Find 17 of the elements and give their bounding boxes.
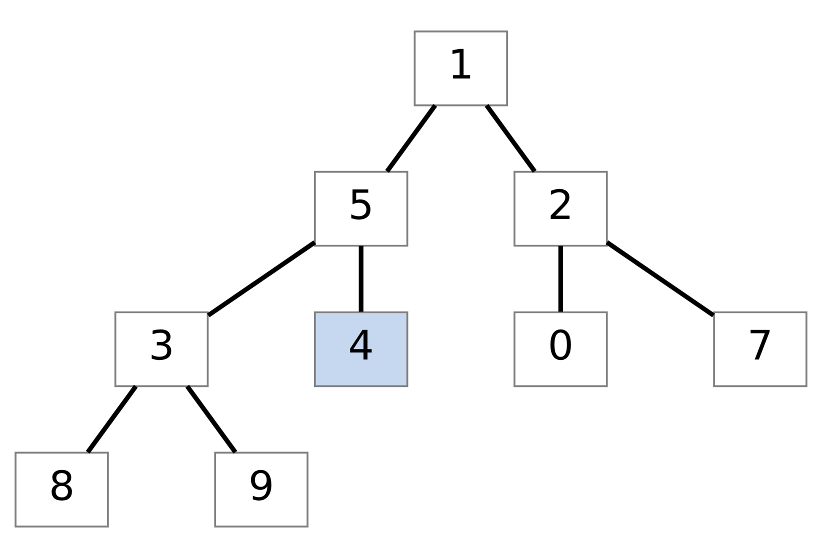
node-box: 7 (713, 310, 808, 387)
node-box: 2 (514, 170, 608, 246)
connector (358, 245, 364, 312)
node-box: 8 (14, 451, 109, 528)
connector (206, 240, 316, 317)
connector (86, 384, 138, 454)
node-box: 0 (514, 310, 608, 387)
connector (484, 104, 537, 172)
connector (185, 384, 238, 454)
connector (385, 104, 438, 172)
node-box: 4 (314, 310, 408, 387)
connector (558, 245, 563, 312)
connector (606, 240, 715, 317)
node-box: 1 (414, 30, 508, 106)
node-box: 9 (214, 451, 308, 528)
node-box: 3 (114, 310, 209, 387)
node-box: 5 (314, 170, 408, 246)
